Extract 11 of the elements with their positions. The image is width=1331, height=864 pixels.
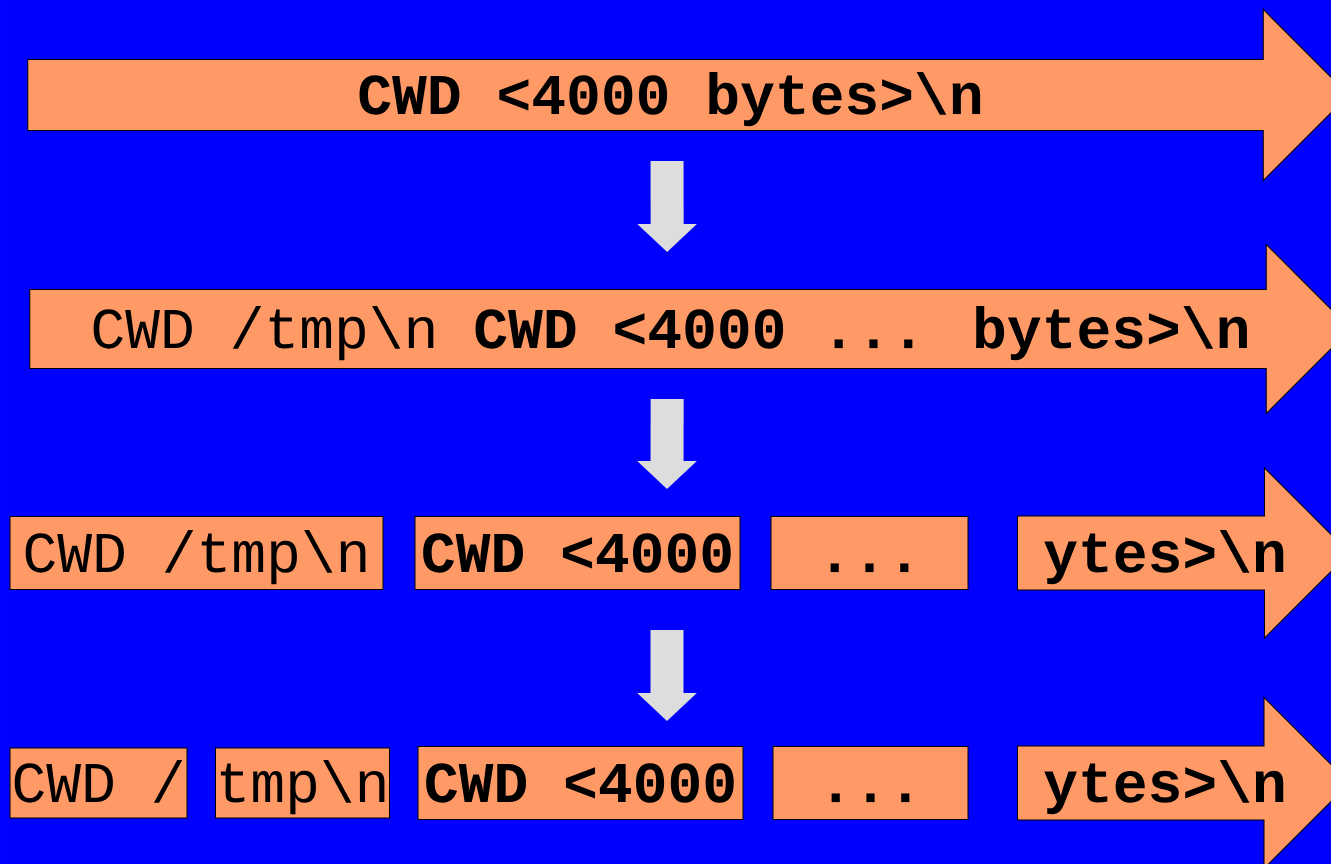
segment-box: CWD <4000 bbox=[414, 516, 741, 590]
arrow-shaped-box: CWD /tmp\n CWD <4000 ... bytes>\n bbox=[29, 244, 1331, 414]
arrow-shaped-box: ytes>\n bbox=[1017, 697, 1331, 864]
arrow-shaped-box: CWD <4000 bytes>\n bbox=[27, 9, 1331, 181]
arrow-shaped-box: ytes>\n bbox=[1017, 467, 1331, 639]
segment-box: tmp\n bbox=[215, 747, 390, 819]
segment-box: ... bbox=[772, 746, 969, 820]
segment-box: CWD / bbox=[9, 747, 188, 819]
segment-box: CWD <4000 bbox=[417, 746, 744, 820]
segment-box: CWD /tmp\n bbox=[9, 516, 384, 590]
segment-box: ... bbox=[770, 516, 969, 590]
